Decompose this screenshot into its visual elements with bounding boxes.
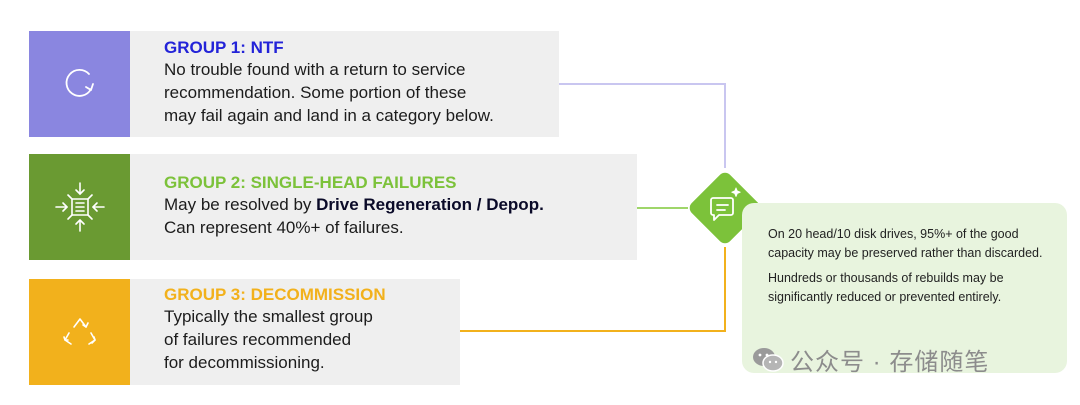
watermark: 公众号 · 存储随笔: [752, 342, 989, 377]
group-1-line-2: recommendation. Some portion of these: [164, 83, 467, 102]
group-1-card: GROUP 1: NTF No trouble found with a ret…: [130, 31, 559, 137]
chat-sparkle-icon: [710, 187, 741, 221]
connector-group1: [559, 83, 726, 168]
group-2-card: GROUP 2: SINGLE-HEAD FAILURES May be res…: [130, 154, 637, 260]
group-2-title: GROUP 2: SINGLE-HEAD FAILURES: [164, 173, 457, 192]
group-3-title: GROUP 3: DECOMMISSION: [164, 285, 386, 304]
recycle-icon: [62, 318, 96, 345]
group-2-icon-box: [29, 154, 130, 260]
group-2-line-1-bold: Drive Regeneration / Depop.: [316, 195, 544, 214]
note-paragraph-2: Hundreds or thousands of rebuilds may be…: [768, 271, 1004, 304]
group-3-card: GROUP 3: DECOMMISSION Typically the smal…: [130, 279, 460, 385]
connector-group3: [460, 247, 726, 332]
group-3-icon-box: [29, 279, 130, 385]
note-paragraph-1: On 20 head/10 disk drives, 95%+ of the g…: [768, 227, 1043, 260]
group-1-line-1: No trouble found with a return to servic…: [164, 60, 466, 79]
wechat-icon: [753, 347, 784, 372]
watermark-text: 公众号 · 存储随笔: [790, 349, 990, 376]
group-1-title: GROUP 1: NTF: [164, 38, 284, 57]
group-2-line-1: May be resolved by Drive Regeneration / …: [164, 193, 637, 216]
group-1-icon-box: [29, 31, 130, 137]
group-1-line-3: may fail again and land in a category be…: [164, 106, 494, 125]
group-3-line-3: for decommissioning.: [164, 353, 325, 372]
group-3-line-1: Typically the smallest group: [164, 307, 373, 326]
summary-note: On 20 head/10 disk drives, 95%+ of the g…: [742, 203, 1067, 373]
group-3-line-2: of failures recommended: [164, 330, 352, 349]
compress-arrows-icon: [54, 182, 105, 232]
refresh-icon: [65, 69, 94, 97]
group-2-line-2: Can represent 40%+ of failures.: [164, 218, 404, 237]
group-2-line-1-prefix: May be resolved by: [164, 195, 317, 214]
